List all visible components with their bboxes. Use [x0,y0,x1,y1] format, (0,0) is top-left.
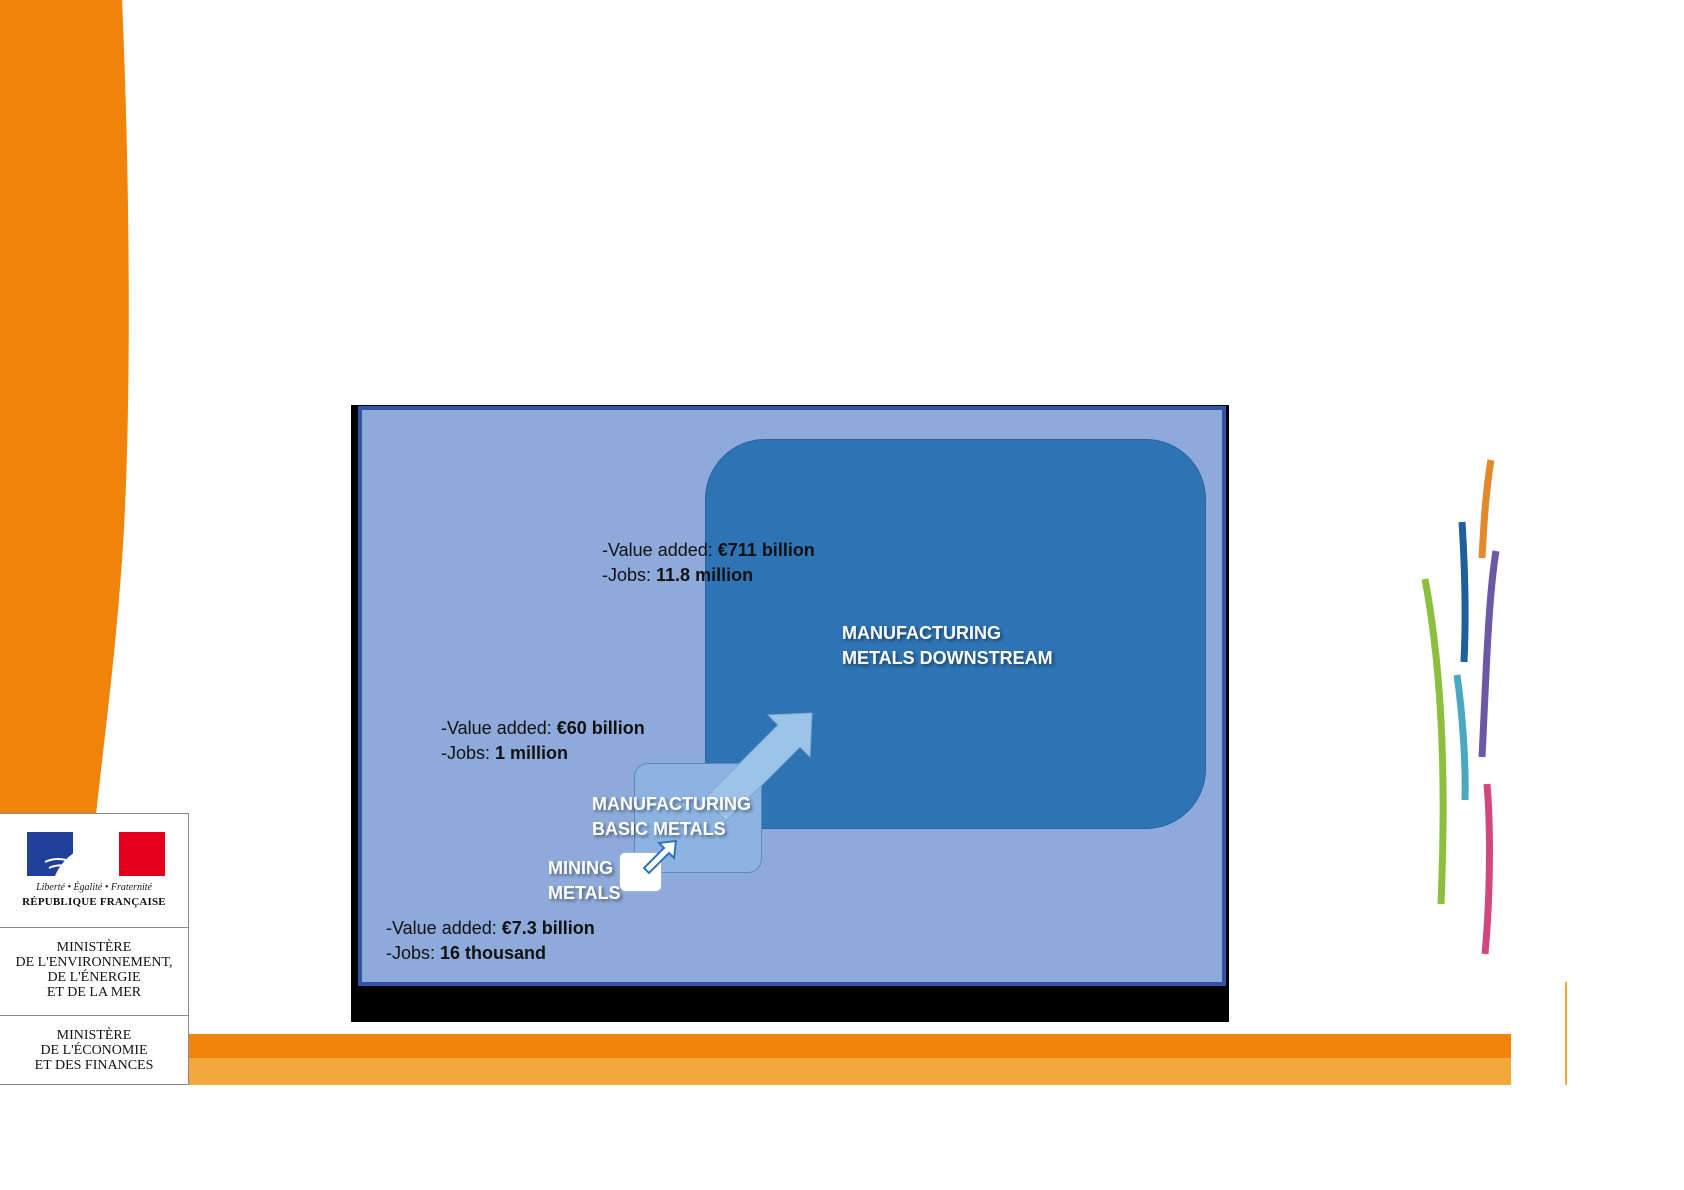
stripe-orange [1478,459,1495,559]
marianne-flag-icon [27,832,165,876]
mining-stats: -Value added: €7.3 billion -Jobs: 16 tho… [386,916,595,966]
arrow-up-right-icon [703,712,813,822]
stripes-decoration [1421,459,1500,955]
downstream-label: MANUFACTURING METALS DOWNSTREAM [842,623,1053,668]
mining-value-line: -Value added: €7.3 billion [386,918,595,938]
downstream-box [705,439,1206,829]
footer-band-light [189,1058,1511,1085]
orange-swoosh [0,0,129,815]
ministry-economy: MINISTÈRE DE L'ÉCONOMIE ET DES FINANCES [0,1015,188,1085]
stripe-blue [1458,521,1469,663]
basic-metals-label: MANUFACTURING BASIC METALS [592,794,751,839]
downstream-jobs-line: -Jobs: 11.8 million [602,565,754,585]
republic-name: RÉPUBLIQUE FRANÇAISE [22,896,166,908]
basic-metals-stats: -Value added: €60 billion -Jobs: 1 milli… [441,716,645,766]
ministry-logo-block: Liberté • Égalité • Fraternité RÉPUBLIQU… [0,813,189,1085]
basic-value-line: -Value added: €60 billion [441,718,645,738]
downstream-stats: -Value added: €711 billion -Jobs: 11.8 m… [602,538,815,588]
republic-motto: Liberté • Égalité • Fraternité [36,882,152,893]
downstream-value-line: -Value added: €711 billion [602,540,815,560]
stripe-green [1421,578,1447,905]
basic-jobs-line: -Jobs: 1 million [441,743,569,763]
stripe-pink [1481,783,1493,955]
stripe-purple [1478,550,1500,758]
mining-label: MINING METALS [548,858,621,903]
footer-band-dark [189,1034,1511,1058]
arrow-up-right-icon [642,839,678,875]
footer-band-tick [1565,982,1567,1085]
ministry-environment: MINISTÈRE DE L'ENVIRONNEMENT, DE L'ÉNERG… [0,927,188,1015]
mining-jobs-line: -Jobs: 16 thousand [386,943,547,963]
stripe-teal [1453,674,1469,801]
